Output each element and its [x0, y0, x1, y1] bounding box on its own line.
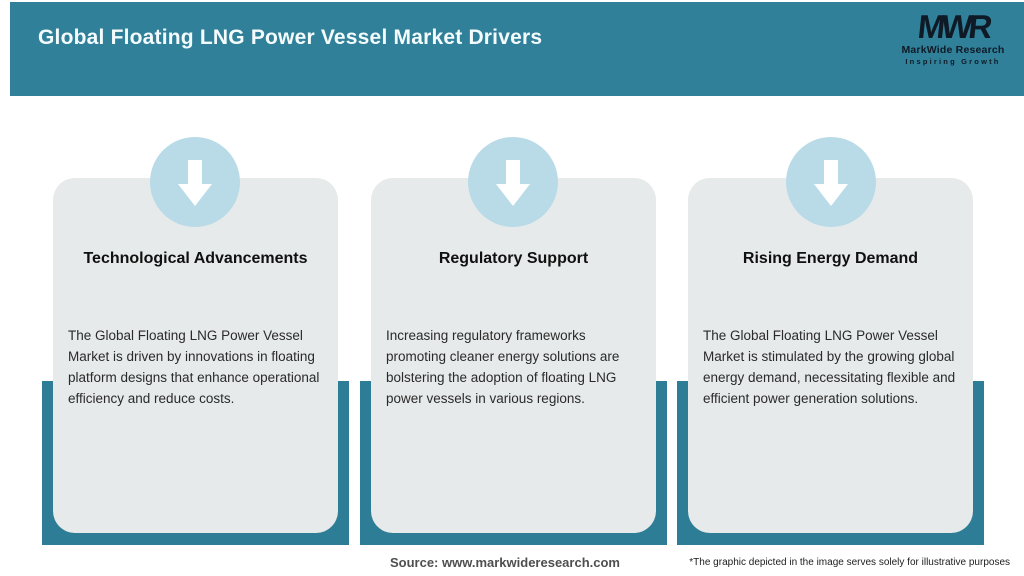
card-body: Increasing regulatory frameworks promoti…	[386, 328, 620, 406]
arrow-circle	[468, 137, 558, 227]
driver-card-rising-energy-demand: Rising Energy Demand The Global Floating…	[688, 178, 973, 533]
card-body: The Global Floating LNG Power Vessel Mar…	[703, 328, 956, 406]
logo-name: MarkWide Research	[901, 44, 1005, 56]
arrow-down-icon	[178, 160, 212, 206]
arrow-circle	[150, 137, 240, 227]
logo-tagline: Inspiring Growth	[905, 57, 1001, 66]
markwide-logo: MWR MarkWide Research Inspiring Growth	[898, 8, 1008, 66]
disclaimer-text: *The graphic depicted in the image serve…	[689, 557, 1010, 568]
driver-card-regulatory-support: Regulatory Support Increasing regulatory…	[371, 178, 656, 533]
card-body: The Global Floating LNG Power Vessel Mar…	[68, 328, 320, 406]
driver-card-technological-advancements: Technological Advancements The Global Fl…	[53, 178, 338, 533]
page-title: Global Floating LNG Power Vessel Market …	[38, 26, 543, 49]
card-title: Technological Advancements	[83, 250, 308, 267]
header-banner: Global Floating LNG Power Vessel Market …	[10, 2, 1024, 96]
arrow-circle	[786, 137, 876, 227]
arrow-down-icon	[814, 160, 848, 206]
arrow-down-icon	[496, 160, 530, 206]
card-title: Rising Energy Demand	[742, 250, 919, 267]
card-title: Regulatory Support	[438, 250, 589, 267]
logo-mark: MWR	[915, 8, 991, 45]
source-text: Source: www.markwideresearch.com	[389, 555, 620, 570]
